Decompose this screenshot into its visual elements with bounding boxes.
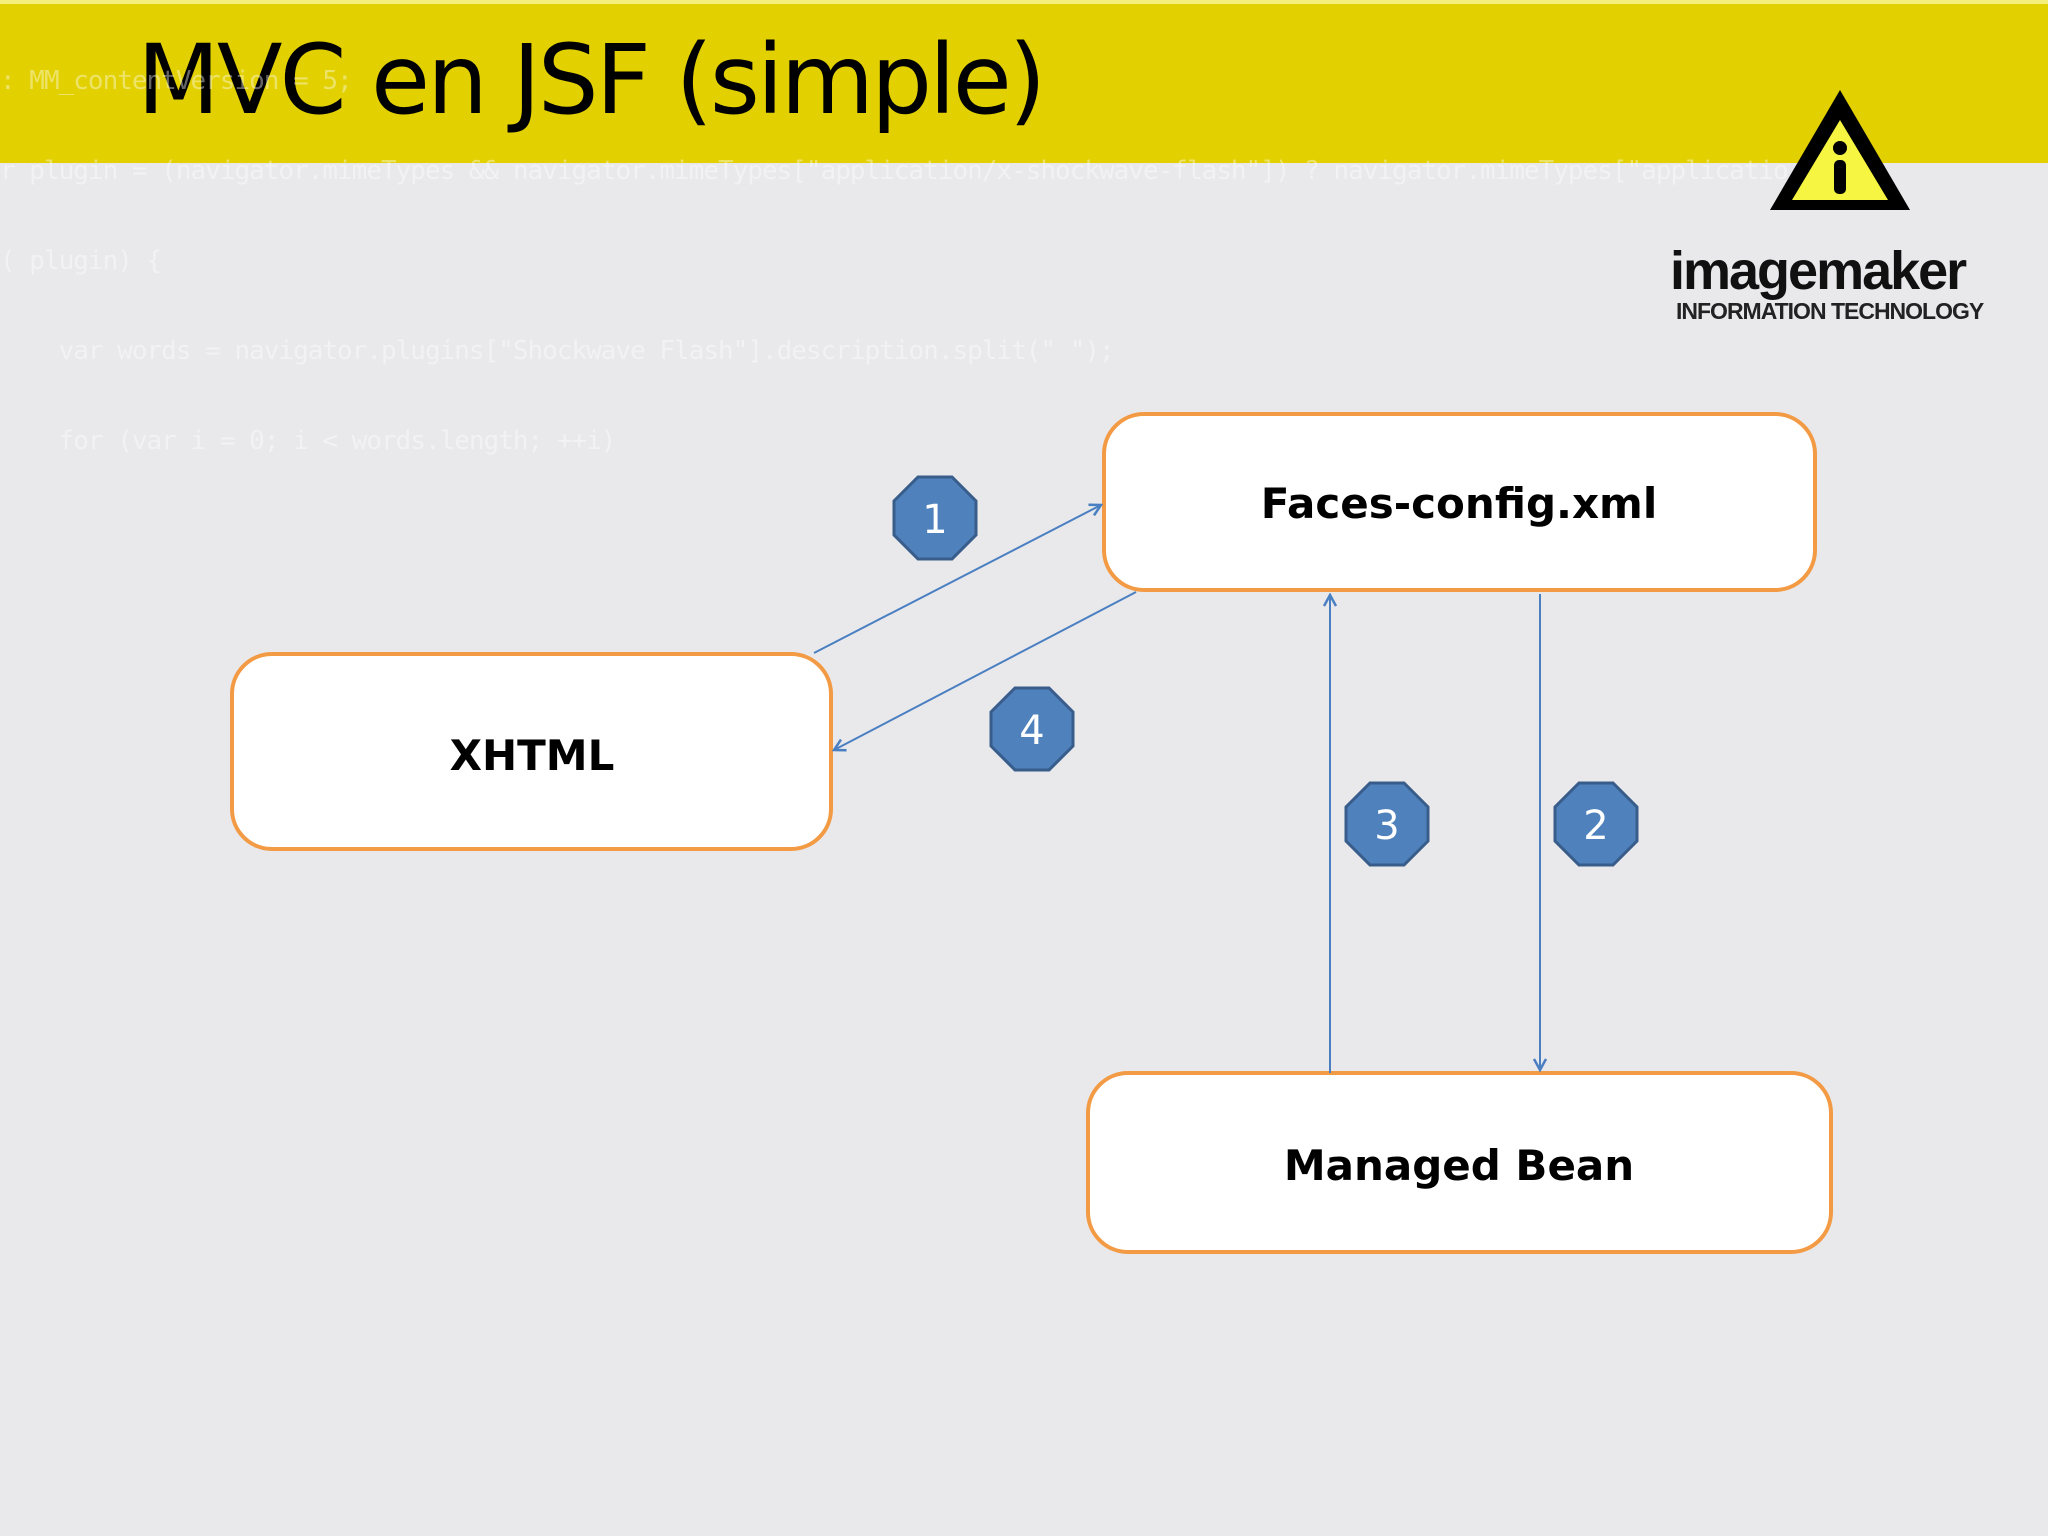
warning-info-triangle-icon (1770, 90, 1910, 210)
step-badge-1: 1 (892, 475, 978, 561)
code-line: : MM_contentVersion = 5; (0, 66, 353, 96)
node-managed-bean: Managed Bean (1086, 1071, 1833, 1254)
code-line: for (var i = 0; i < words.length; ++i) (0, 426, 617, 456)
step-number: 4 (1019, 708, 1044, 754)
step-badge-4: 4 (989, 686, 1075, 772)
step-number: 3 (1374, 803, 1399, 849)
arrow-step-1 (813, 505, 1101, 654)
logo-tagline: INFORMATION TECHNOLOGY (1676, 298, 1984, 324)
step-badge-3: 3 (1344, 781, 1430, 867)
background-code-watermark: : MM_contentVersion = 5; r plugin = (nav… (0, 6, 1789, 516)
title-bar: : MM_contentVersion = 5; r plugin = (nav… (0, 0, 2048, 456)
node-xhtml: XHTML (230, 652, 833, 851)
step-number: 1 (922, 497, 947, 543)
node-label: XHTML (450, 731, 615, 780)
logo-brand: imagemaker (1670, 241, 1967, 301)
node-label: Managed Bean (1284, 1141, 1634, 1190)
code-line: var words = navigator.plugins["Shockwave… (0, 336, 1115, 366)
step-number: 2 (1583, 803, 1608, 849)
code-line: ( plugin) { (0, 246, 162, 276)
slide-title: MVC en JSF (simple) (137, 24, 1046, 136)
arrow-step-4 (834, 591, 1137, 750)
step-badge-2: 2 (1553, 781, 1639, 867)
node-label: Faces-config.xml (1261, 479, 1657, 528)
code-line: r plugin = (navigator.mimeTypes && navig… (0, 156, 1789, 186)
node-faces-config: Faces-config.xml (1102, 412, 1817, 592)
